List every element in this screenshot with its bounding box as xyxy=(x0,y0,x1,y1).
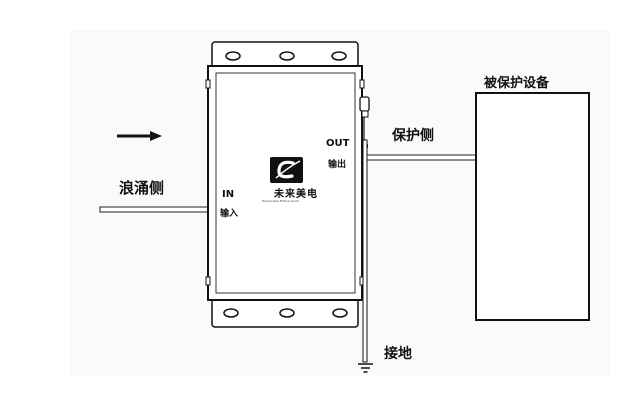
brand-logo-icon xyxy=(270,157,303,183)
output-label-en: OUT xyxy=(326,138,350,149)
surge-side-label: 浪涌侧 xyxy=(119,179,165,197)
side-hinge xyxy=(205,79,211,89)
side-hinge xyxy=(205,276,211,286)
ground-wire xyxy=(362,139,368,363)
ground-label: 接地 xyxy=(384,346,412,362)
output-label-cn: 输出 xyxy=(328,160,347,170)
mounting-hole xyxy=(279,51,295,61)
mounting-hole xyxy=(225,51,241,61)
mounting-hole xyxy=(331,51,347,61)
side-hinge xyxy=(359,79,365,89)
protected-device-label: 被保护设备 xyxy=(484,76,550,91)
ground-symbol-icon xyxy=(358,363,373,373)
protected-device-box xyxy=(475,92,590,321)
brand-slogan: Future idea Future world xyxy=(262,199,299,203)
mounting-hole xyxy=(223,308,239,318)
protect-side-label: 保护侧 xyxy=(392,128,434,144)
input-label-en: IN xyxy=(222,189,235,200)
input-label-cn: 输入 xyxy=(220,209,239,219)
mounting-hole xyxy=(332,308,348,318)
input-cable xyxy=(99,206,219,213)
surge-direction-arrow xyxy=(117,131,162,141)
output-cable xyxy=(357,154,478,161)
mounting-hole xyxy=(279,308,295,318)
brand-name: 未来美电 xyxy=(274,189,318,200)
